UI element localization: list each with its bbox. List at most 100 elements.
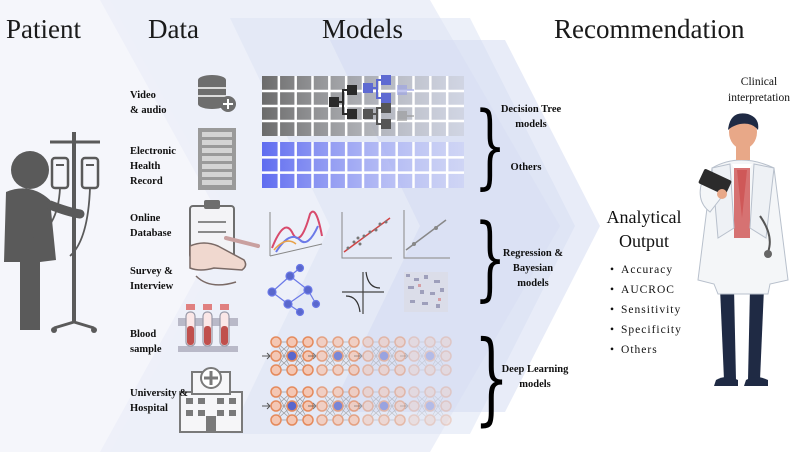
nn-node	[348, 414, 360, 426]
model-label-regression-bayesian: Regression & Bayesian models	[502, 248, 564, 289]
nn-node	[316, 414, 328, 426]
nn-edge	[429, 391, 447, 407]
nn-node	[394, 364, 406, 376]
nn-node	[408, 336, 420, 348]
nn-arrow	[262, 352, 271, 360]
nn-arrow	[262, 402, 271, 410]
nn-edge	[429, 341, 447, 357]
neural-network-icon	[400, 336, 452, 376]
source-label-university-hospital: University & Hospital	[130, 388, 189, 414]
nn-node	[316, 364, 328, 376]
nn-node	[302, 386, 314, 398]
recommendation-header: Recommendation	[554, 14, 745, 44]
nn-node	[348, 364, 360, 376]
nn-node	[270, 364, 282, 376]
neural-network-icon	[354, 386, 406, 426]
nn-node	[316, 386, 328, 398]
model-label-decision-tree: Decision Tree models	[500, 104, 562, 130]
neural-network-icon	[400, 386, 452, 426]
metrics-list: Accuracy AUCROC Sensitivity Specificity …	[610, 260, 682, 360]
hyperbola-plot-icon	[342, 271, 384, 314]
nn-edge	[429, 341, 447, 371]
nn-node	[440, 386, 452, 398]
nn-node	[408, 414, 420, 426]
nn-node	[286, 350, 298, 362]
nn-edge	[413, 341, 431, 371]
nn-node	[362, 336, 374, 348]
nn-node	[316, 400, 328, 412]
nn-node	[286, 414, 298, 426]
nn-edge	[413, 341, 431, 357]
decision-tree-icons	[329, 75, 414, 129]
nn-node	[270, 336, 282, 348]
nn-node	[286, 386, 298, 398]
nn-edge	[413, 341, 431, 357]
scatter-fit-icon	[341, 212, 392, 259]
nn-node	[270, 414, 282, 426]
nn-node	[424, 386, 436, 398]
nn-node	[332, 400, 344, 412]
nn-node	[302, 336, 314, 348]
source-label-ehr: Electronic Health Record	[130, 146, 176, 187]
patient-figure	[4, 132, 100, 333]
nn-node	[332, 350, 344, 362]
analytical-output-title: Analytical Output	[606, 207, 682, 251]
linear-trend-icon	[403, 210, 450, 259]
nn-node	[424, 350, 436, 362]
nn-edge	[413, 391, 431, 421]
nn-node	[440, 350, 452, 362]
nn-node	[394, 350, 406, 362]
doctor-figure	[697, 113, 789, 386]
patient-header: Patient	[6, 14, 81, 44]
source-label-survey-interview: Survey & Interview	[130, 266, 174, 292]
neural-network-icon	[308, 386, 360, 426]
metric-item: Accuracy	[610, 260, 682, 280]
nn-node	[440, 364, 452, 376]
deep-learning-networks	[262, 336, 452, 426]
server-rack-icon	[198, 128, 236, 190]
nn-node	[424, 414, 436, 426]
nn-edge	[429, 341, 447, 371]
bayesian-network-icon	[267, 263, 321, 317]
surface-plot-icon	[269, 210, 323, 257]
nn-node	[394, 400, 406, 412]
heatmap-noise-icon	[404, 272, 448, 312]
deep-learning-brace: }	[474, 319, 509, 436]
neural-network-icon	[262, 336, 314, 376]
nn-edge	[429, 405, 447, 421]
nn-node	[270, 350, 282, 362]
nn-arrow	[308, 352, 317, 360]
nn-node	[316, 350, 328, 362]
nn-node	[378, 414, 390, 426]
nn-node	[424, 400, 436, 412]
metric-item: AUCROC	[610, 280, 682, 300]
decision-tree-brace: }	[474, 92, 507, 199]
nn-edge	[413, 405, 431, 421]
nn-node	[332, 336, 344, 348]
nn-node	[362, 364, 374, 376]
source-label-video-audio: Video & audio	[130, 90, 167, 116]
source-label-online-database: Online Database	[130, 213, 172, 239]
nn-node	[332, 386, 344, 398]
nn-node	[424, 364, 436, 376]
nn-node	[394, 414, 406, 426]
nn-node	[302, 364, 314, 376]
nn-node	[394, 386, 406, 398]
model-label-others: Others	[510, 162, 542, 173]
hand-writing-icon	[189, 236, 260, 286]
nn-node	[408, 400, 420, 412]
metric-item: Specificity	[610, 320, 682, 340]
nn-node	[270, 386, 282, 398]
nn-node	[270, 400, 282, 412]
nn-arrow	[354, 402, 363, 410]
metric-item: Others	[610, 340, 682, 360]
nn-edge	[429, 405, 447, 421]
nn-node	[348, 386, 360, 398]
test-tubes-icon	[178, 304, 238, 352]
nn-node	[408, 386, 420, 398]
nn-node	[348, 336, 360, 348]
nn-node	[362, 350, 374, 362]
nn-edge	[413, 355, 431, 371]
